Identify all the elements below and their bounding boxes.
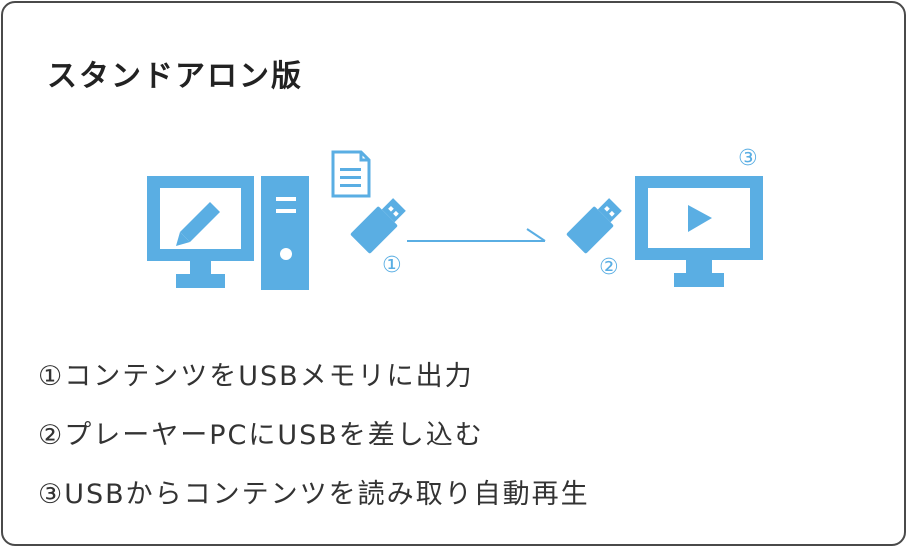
monitor-icon [635, 176, 763, 287]
step-3-label: ③ [738, 146, 758, 171]
step-3-text: ③USBからコンテンツを読み取り自動再生 [38, 479, 590, 510]
step-1-label: ① [382, 253, 402, 278]
step-list: ①コンテンツをUSBメモリに出力 ②プレーヤーPCにUSBを差し込む ③USBか… [38, 355, 590, 532]
arrow-icon [407, 228, 546, 242]
document-icon [331, 150, 371, 198]
pencil-icon [176, 202, 220, 246]
usb-drive-icon [566, 198, 622, 254]
play-icon [688, 205, 712, 232]
desktop-pc-icon [147, 176, 309, 290]
step-1-text: ①コンテンツをUSBメモリに出力 [38, 361, 474, 392]
step-2-label: ② [599, 255, 619, 280]
card-title: スタンドアロン版 [47, 59, 303, 94]
step-2-text: ②プレーヤーPCにUSBを差し込む [38, 420, 484, 451]
usb-drive-icon [350, 198, 406, 254]
